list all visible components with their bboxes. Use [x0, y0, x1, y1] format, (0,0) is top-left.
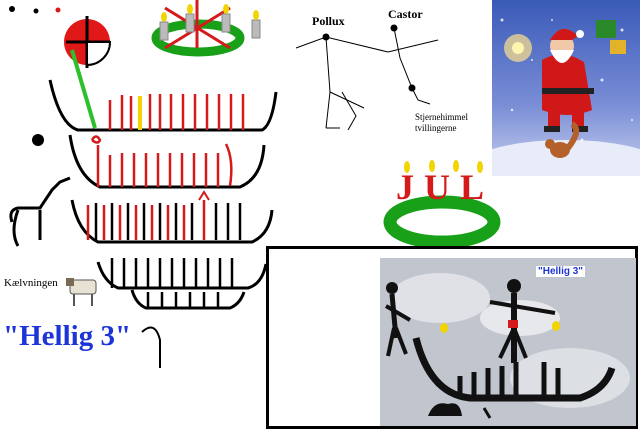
hook-shape	[141, 326, 161, 368]
rock-carving-boat-2	[68, 134, 266, 189]
rock-carving-boat-5	[130, 289, 246, 310]
pollux-label: Pollux	[312, 14, 345, 28]
santa-claus-image	[492, 0, 640, 176]
constellation-gemini	[295, 24, 439, 131]
rock-carving-boat-3	[70, 190, 274, 244]
star-clusters-label: Stjernehimmel tvillingerne	[415, 112, 468, 133]
cow-icon	[66, 278, 97, 306]
rock-carving-boat-1	[48, 49, 278, 132]
jul-text: JUL	[396, 167, 495, 207]
hellig-3-title: "Hellig 3"	[3, 320, 132, 352]
sun-pie-icon	[64, 16, 112, 68]
rock-carving-photo	[380, 258, 636, 426]
dots-row	[9, 6, 61, 14]
rock-carving-figures-left	[9, 134, 71, 247]
rock-carving-boat-4	[96, 258, 268, 290]
advent-wreath-icon	[151, 0, 261, 57]
calf-label: Kælvningen	[4, 277, 58, 289]
rock-carving-caption: "Hellig 3"	[536, 266, 586, 277]
castor-label: Castor	[388, 7, 423, 21]
jul-wreath-icon	[383, 160, 501, 249]
